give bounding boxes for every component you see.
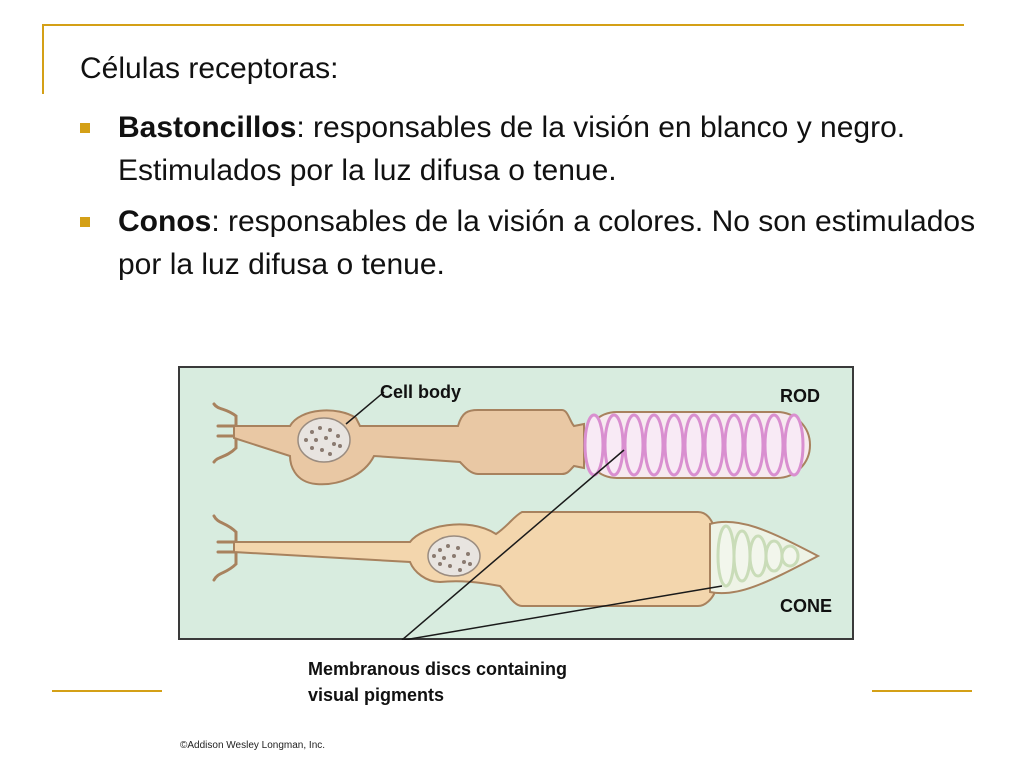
bullet-text: : responsables de la visión a colores. N… [118,205,976,281]
rod-nucleus-granules [304,426,342,456]
cone-cell [212,511,821,607]
rod-disc [683,413,705,477]
cell-body-pointer-line [345,391,385,425]
rod-disc [703,413,725,477]
square-bullet-icon [80,217,90,227]
membranous-discs-label: Membranous discs containing visual pigme… [308,659,568,705]
bullet-item-bastoncillos: Bastoncillos: responsables de la visión … [80,106,980,192]
rod-disc [583,413,605,477]
copyright-credit: ©Addison Wesley Longman, Inc. [180,740,326,751]
cone-discs [716,524,800,588]
rod-disc [643,413,665,477]
rod-disc [603,413,625,477]
rod-disc [743,413,765,477]
bullet-text: : responsables de la visión en blanco y … [118,111,906,187]
bottom-rule-right [872,690,972,692]
rod-disc [663,413,685,477]
cone-label: CONE [780,596,833,616]
cone-disc [748,534,768,578]
bullet-list: Bastoncillos: responsables de la visión … [80,106,980,294]
rod-disc [623,413,645,477]
cone-nucleus-granules [432,544,472,572]
bottom-rule-left [52,690,162,692]
cone-synaptic-terminal [212,514,238,582]
rod-cell [212,402,811,486]
rod-discs [583,413,805,477]
left-rule [42,24,44,94]
rod-disc [783,413,805,477]
rod-disc-pointer-line [401,449,625,640]
cone-disc [732,529,752,583]
bullet-term: Conos [118,205,212,238]
cone-disc [780,544,800,568]
bullet-item-conos: Conos: responsables de la visión a color… [80,200,980,286]
rod-disc [723,413,745,477]
cone-disc-pointer-line [403,585,723,640]
cone-disc [764,539,784,573]
cell-body-label: Cell body [380,382,462,402]
slide-heading: Células receptoras: [80,52,339,85]
rod-label: ROD [780,386,820,406]
rod-synaptic-terminal [212,402,238,464]
square-bullet-icon [80,123,90,133]
cone-disc [716,524,736,588]
photoreceptor-diagram [178,366,854,640]
rod-nucleus [297,417,351,463]
top-rule [42,24,964,26]
bullet-term: Bastoncillos [118,111,297,144]
rod-disc [763,413,785,477]
